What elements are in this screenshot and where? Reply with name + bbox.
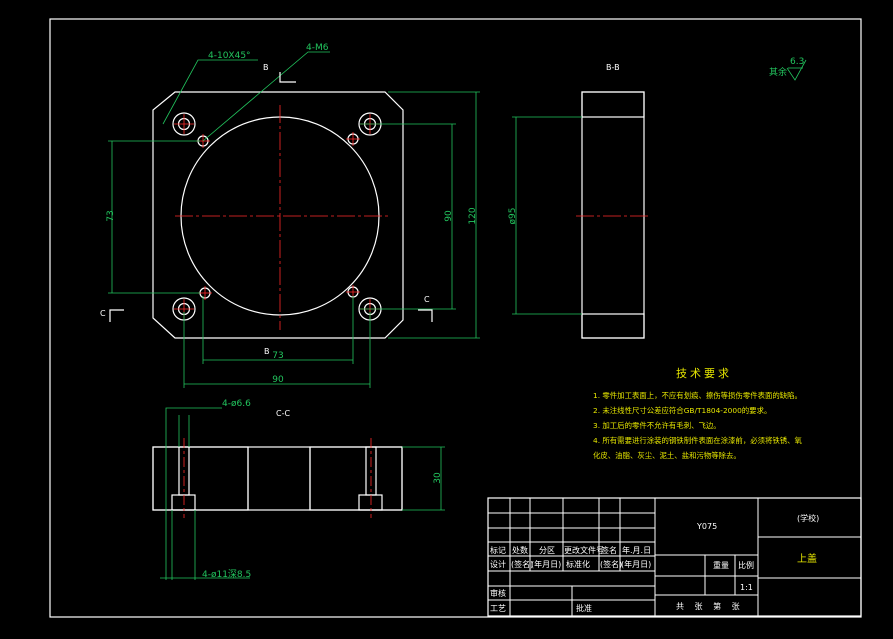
dim-30: 30	[433, 472, 443, 484]
tb-header-zone: 分区	[539, 546, 555, 555]
tb-design-sign: (签名)	[511, 559, 533, 569]
tech-line-5: 化皮、油脂、灰尘、泥土、盐和污物等除去。	[593, 451, 741, 460]
tb-standard-sign: (签名)	[600, 559, 622, 569]
section-cc-title: C-C	[276, 409, 290, 418]
tb-header-count: 处数	[512, 545, 528, 555]
counterbore-callout: 4-ø11深8.5	[202, 569, 251, 580]
tb-review: 审核	[490, 588, 506, 598]
section-bb-view: B-B ø95	[508, 63, 650, 339]
title-block: 标记 处数 分区 更改文件号 签名 年.月.日 设计 (签名) (年月日) 标准…	[487, 497, 862, 617]
thread-callout: 4-M6	[306, 43, 329, 53]
tb-material: Y075	[696, 522, 717, 531]
section-cc-view: C-C 4-ø6.6 4-ø11深8.5 30	[152, 399, 445, 580]
surface-finish-symbol: 6.3 其余	[769, 57, 807, 81]
dim-phi95: ø95	[508, 208, 518, 225]
svg-text:6.3: 6.3	[790, 57, 804, 67]
tb-process: 工艺	[490, 604, 506, 613]
tb-scale-value: 1:1	[740, 583, 753, 592]
dim-90-vertical: 90	[444, 210, 454, 222]
tb-school: (学校)	[797, 513, 819, 523]
tb-scale: 比例	[738, 560, 754, 570]
tech-line-3: 3. 加工后的零件不允许有毛刺、飞边。	[593, 421, 721, 430]
tech-line-2: 2. 未注线性尺寸公差应符合GB/T1804-2000的要求。	[593, 406, 771, 415]
tb-header-sign: 签名	[601, 545, 617, 555]
tb-weight: 重量	[713, 560, 729, 570]
tb-header-docno: 更改文件号	[564, 545, 604, 555]
tb-design-date: (年月日)	[531, 559, 561, 569]
tb-approve: 批准	[576, 603, 592, 613]
tb-standard-date: (年月日)	[621, 559, 651, 569]
technical-requirements: 技术要求 1. 零件加工表面上，不应有划痕、擦伤等损伤零件表面的缺陷。 2. 未…	[593, 367, 803, 460]
svg-text:其余: 其余	[769, 66, 787, 78]
plate-outline	[152, 91, 404, 339]
section-c-right: C	[424, 295, 430, 304]
section-c-left: C	[100, 309, 106, 318]
chamfer-callout: 4-10X45°	[208, 51, 251, 61]
dimension-lines	[108, 51, 480, 388]
top-view: 4-10X45° 4-M6 B B 73 90 120 73 90 C C	[100, 43, 480, 388]
tb-part-name: 上盖	[797, 552, 817, 565]
tb-header-mark: 标记	[490, 545, 506, 555]
hole-through-callout: 4-ø6.6	[222, 399, 251, 409]
section-bb-title: B-B	[606, 63, 620, 72]
drawing-frame	[49, 18, 862, 618]
tech-line-1: 1. 零件加工表面上，不应有划痕、擦伤等损伤零件表面的缺陷。	[593, 391, 802, 400]
tech-line-4: 4. 所有需要进行涂装的钢铁制件表面在涂漆前，必须将铁锈、氧	[593, 436, 803, 445]
dim-73-vertical: 73	[106, 210, 116, 221]
tb-standard: 标准化	[566, 559, 590, 569]
section-b-pos-label: B	[264, 347, 270, 356]
section-b-label: B	[263, 63, 269, 72]
tech-title: 技术要求	[676, 367, 732, 380]
tb-header-date: 年.月.日	[622, 545, 651, 555]
tb-sheets: 共 张 第 张	[676, 601, 744, 611]
dim-73-horizontal: 73	[272, 351, 283, 361]
dim-90-horizontal: 90	[272, 375, 284, 385]
tb-design: 设计	[490, 559, 506, 569]
dim-120: 120	[468, 207, 478, 224]
